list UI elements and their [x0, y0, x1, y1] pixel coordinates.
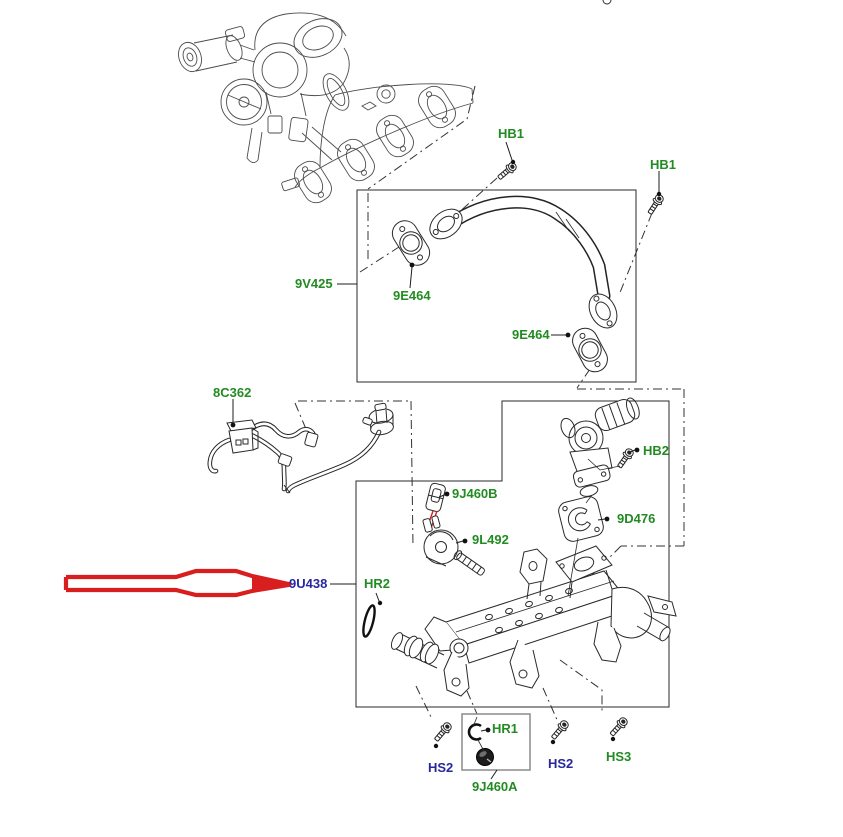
plug-9j460a	[476, 748, 494, 766]
egr-tube-9v425	[429, 195, 618, 329]
part-label-9j460b[interactable]: 9J460B	[452, 486, 498, 501]
part-label-9d476[interactable]: 9D476	[617, 511, 656, 526]
part-label-hs2-left[interactable]: HS2	[428, 760, 454, 775]
part-label-9v425[interactable]: 9V425	[295, 276, 333, 291]
red-highlight-arrow	[63, 568, 292, 598]
gasket-9e464-upper	[391, 220, 431, 266]
part-label-hr2[interactable]: HR2	[364, 576, 391, 591]
bolt-hb1-right	[645, 192, 666, 217]
screw-hs3	[607, 715, 630, 739]
part-label-9e464-upper[interactable]: 9E464	[393, 288, 431, 303]
part-label-hb2[interactable]: HB2	[643, 443, 670, 458]
vacuum-harness-8c362	[207, 402, 394, 494]
clip-9j460b	[425, 482, 446, 512]
hardware-kit-box	[461, 713, 531, 771]
gasket-9d476	[558, 496, 604, 542]
retainer-clip-hr1	[467, 723, 482, 741]
part-label-hs3[interactable]: HS3	[606, 749, 632, 764]
part-label-hb1-upper[interactable]: HB1	[498, 126, 525, 141]
bolt-hb1-upper	[495, 160, 519, 183]
egr-cooler-box	[355, 400, 670, 708]
egr-cooler-assembly	[390, 0, 677, 697]
screw-hs2-left	[431, 720, 454, 744]
part-label-8c362[interactable]: 8C362	[213, 385, 252, 400]
part-label-9e464-lower[interactable]: 9E464	[512, 327, 550, 342]
callout-leaders	[230, 141, 662, 780]
assembly-links	[472, 458, 621, 752]
part-label-9j460a[interactable]: 9J460A	[472, 779, 518, 794]
part-label-9u438[interactable]: 9U438	[289, 576, 328, 591]
part-label-hs2-right[interactable]: HS2	[548, 756, 574, 771]
gasket-9e464-lower	[572, 327, 608, 373]
egr-tube-box	[356, 189, 637, 383]
part-label-hr1[interactable]: HR1	[492, 721, 519, 736]
egr-valve	[560, 397, 640, 497]
vacuum-actuator-9l492	[422, 515, 485, 576]
turbo-manifold-context	[178, 12, 474, 204]
o-ring-hr2	[362, 604, 376, 638]
part-label-hb1-right[interactable]: HB1	[650, 157, 677, 172]
screw-hs2-right	[548, 718, 571, 742]
part-label-9l492[interactable]: 9L492	[472, 532, 509, 547]
